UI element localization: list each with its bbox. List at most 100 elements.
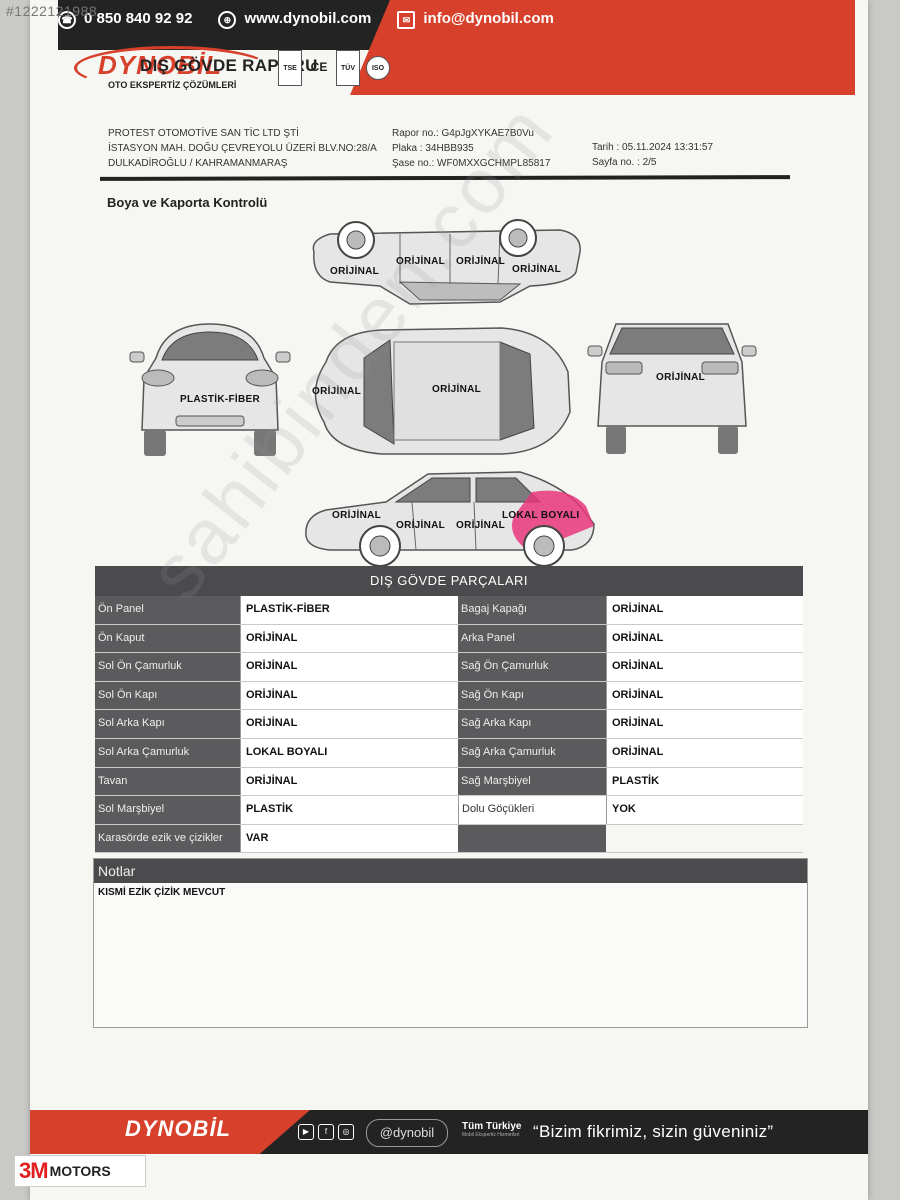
company-address: İSTASYON MAH. DOĞU ÇEVREYOLU ÜZERİ BLV.N… bbox=[108, 143, 377, 154]
facebook-icon: f bbox=[318, 1124, 334, 1140]
part-label: Sağ Arka Kapı bbox=[458, 710, 606, 738]
coverage-text: Tüm Türkiye bbox=[462, 1121, 522, 1132]
email-item: ✉ info@dynobil.com bbox=[397, 10, 554, 29]
car-top-diagram bbox=[314, 327, 571, 455]
part-status: ORİJİNAL bbox=[606, 738, 803, 767]
header-accent bbox=[350, 0, 855, 95]
part-status: ORİJİNAL bbox=[606, 653, 803, 681]
report-ids: Rapor no.: G4pJgXYKAE7B0Vu Plaka : 34HBB… bbox=[392, 126, 550, 171]
part-status: ORİJİNAL bbox=[240, 710, 458, 738]
car-right-side-diagram bbox=[312, 219, 581, 305]
website-text: www.dynobil.com bbox=[244, 10, 372, 27]
dealer-logo-text: MOTORS bbox=[49, 1163, 111, 1179]
globe-icon: ⊕ bbox=[218, 11, 237, 29]
label-right-rear-fender: ORİJİNAL bbox=[330, 266, 380, 277]
part-label: Tavan bbox=[95, 767, 240, 796]
dealer-logo: 3M MOTORS bbox=[14, 1155, 146, 1187]
company-city: DULKADİROĞLU / KAHRAMANMARAŞ bbox=[108, 158, 288, 169]
listing-id: #1222121988 bbox=[6, 3, 98, 19]
logo-swoosh bbox=[74, 46, 270, 90]
instagram-icon: ◎ bbox=[338, 1124, 354, 1140]
empty-cell bbox=[606, 824, 803, 853]
part-label: Sağ Ön Çamurluk bbox=[458, 653, 606, 681]
plate-number: Plaka : 34HBB935 bbox=[392, 143, 474, 154]
part-label: Arka Panel bbox=[458, 624, 606, 653]
part-status: ORİJİNAL bbox=[240, 767, 458, 796]
part-label: Sağ Ön Kapı bbox=[458, 681, 606, 710]
part-status: LOKAL BOYALI bbox=[240, 738, 458, 767]
mail-icon: ✉ bbox=[397, 11, 416, 29]
notes-title: Notlar bbox=[94, 859, 807, 883]
car-rear-diagram bbox=[587, 323, 757, 454]
label-left-rear-door: ORİJİNAL bbox=[456, 520, 506, 531]
label-left-rear-fender: LOKAL BOYALI bbox=[502, 510, 580, 521]
section-title: Boya ve Kaporta Kontrolü bbox=[107, 195, 268, 210]
part-label: Karasörde ezik ve çizikler bbox=[95, 824, 240, 853]
dealer-logo-mark: 3M bbox=[19, 1158, 49, 1183]
part-status: ORİJİNAL bbox=[606, 596, 803, 624]
brand-logo: DYNOBİL DIŞ GÖVDE RAPORU OTO EKSPERTİZ Ç… bbox=[70, 42, 370, 98]
footer-logo: DYNOBİL bbox=[125, 1116, 231, 1141]
part-status: PLASTİK bbox=[240, 796, 458, 824]
label-trunk: ORİJİNAL bbox=[656, 372, 706, 383]
notes-box: Notlar KISMİ EZİK ÇİZİK MEVCUT bbox=[93, 858, 808, 1028]
part-label: Sağ Arka Çamurluk bbox=[458, 738, 606, 767]
phone-item: ☎0 850 840 92 92 bbox=[58, 10, 192, 29]
logo-wordmark: DYNOBİL bbox=[98, 50, 222, 80]
part-label: Ön Kaput bbox=[95, 624, 240, 653]
label-hood: ORİJİNAL bbox=[312, 386, 362, 397]
part-status: YOK bbox=[606, 796, 803, 824]
website-item: ⊕ www.dynobil.com bbox=[218, 10, 371, 29]
tuv-badge: TÜV bbox=[336, 50, 360, 86]
brand-tagline: OTO EKSPERTİZ ÇÖZÜMLERİ bbox=[108, 80, 237, 90]
slogan: “Bizim fikrimiz, sizin güveniniz” bbox=[533, 1122, 774, 1141]
part-label: Sol Ön Kapı bbox=[95, 681, 240, 710]
part-status: ORİJİNAL bbox=[606, 710, 803, 738]
part-label bbox=[458, 824, 606, 853]
part-status: VAR bbox=[240, 824, 458, 853]
report-date: Tarih : 05.11.2024 13:31:57 bbox=[592, 142, 714, 153]
part-label: Sol Arka Kapı bbox=[95, 710, 240, 738]
page-number: Sayfa no. : 2/5 bbox=[592, 157, 657, 168]
car-front-diagram bbox=[129, 323, 291, 456]
label-roof: ORİJİNAL bbox=[432, 384, 482, 395]
part-status: ORİJİNAL bbox=[606, 681, 803, 710]
label-right-front-fender: ORİJİNAL bbox=[512, 264, 562, 275]
notes-text: KISMİ EZİK ÇİZİK MEVCUT bbox=[98, 887, 226, 898]
chassis-number: Şase no.: WF0MXXGCHMPL85817 bbox=[392, 158, 551, 169]
social-icons: ▶ f ◎ bbox=[298, 1124, 354, 1140]
label-right-rear-door: ORİJİNAL bbox=[396, 256, 446, 267]
social-handle: @dynobil bbox=[366, 1119, 448, 1147]
iso-badge: ISO bbox=[366, 56, 390, 80]
part-label: Sol Arka Çamurluk bbox=[95, 738, 240, 767]
part-label: Dolu Göçükleri bbox=[458, 796, 606, 824]
phone-icon: ☎ bbox=[58, 11, 76, 29]
part-label: Sol Marşbiyel bbox=[95, 796, 240, 824]
part-status: ORİJİNAL bbox=[606, 624, 803, 653]
cert-badges: TSE CE TÜV ISO bbox=[278, 50, 390, 86]
report-title: DIŞ GÖVDE RAPORU bbox=[140, 56, 318, 75]
part-status: ORİJİNAL bbox=[240, 681, 458, 710]
part-status: PLASTİK-FİBER bbox=[240, 596, 458, 624]
company-name: PROTEST OTOMOTİVE SAN TİC LTD ŞTİ bbox=[108, 128, 299, 139]
label-front-panel: PLASTİK-FİBER bbox=[180, 394, 261, 405]
report-meta: Tarih : 05.11.2024 13:31:57 Sayfa no. : … bbox=[592, 140, 713, 170]
part-status: PLASTİK bbox=[606, 767, 803, 796]
part-status: ORİJİNAL bbox=[240, 624, 458, 653]
parts-table-title: DIŞ GÖVDE PARÇALARI bbox=[95, 566, 803, 596]
tse-badge: TSE bbox=[278, 50, 302, 86]
part-label: Sol Ön Çamurluk bbox=[95, 653, 240, 681]
part-label: Ön Panel bbox=[95, 596, 240, 624]
footer-accent bbox=[30, 1110, 310, 1154]
car-left-side-diagram bbox=[305, 471, 595, 567]
part-label: Sağ Marşbiyel bbox=[458, 767, 606, 796]
email-text: info@dynobil.com bbox=[423, 10, 554, 27]
